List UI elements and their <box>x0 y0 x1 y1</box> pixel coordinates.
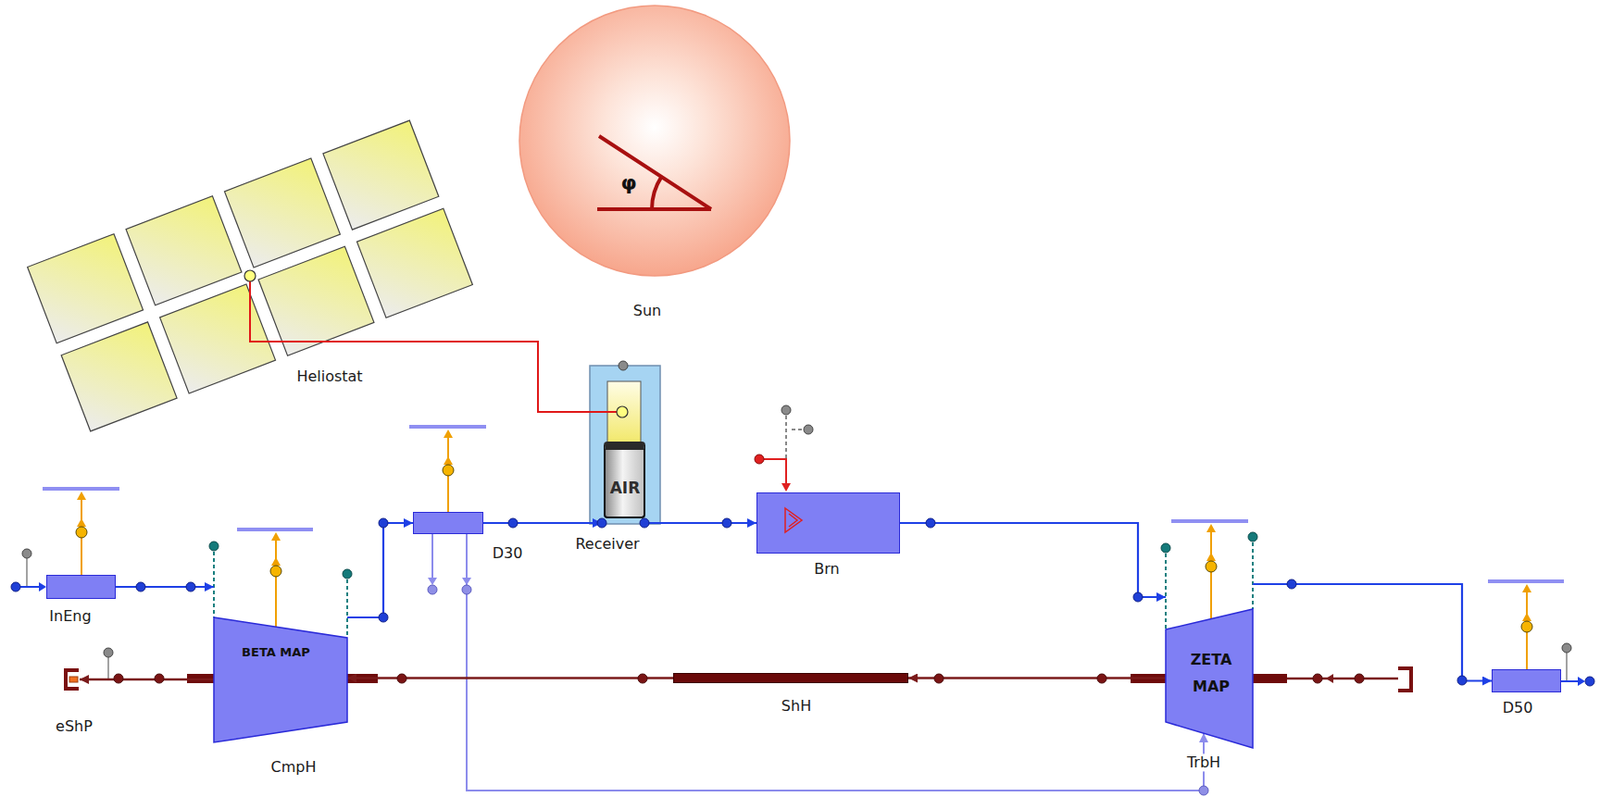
shaft-stubs <box>187 674 1288 684</box>
flow-connector <box>115 586 214 588</box>
component-label: ShH <box>779 697 813 715</box>
trapezoid-outline <box>213 546 348 743</box>
sun-icon <box>519 5 790 276</box>
bleed-line <box>466 534 1204 791</box>
component-label: eShP <box>53 717 95 736</box>
medium-label: AIR <box>610 478 641 498</box>
component-label: Sun <box>631 301 663 320</box>
component-label: D50 <box>1500 699 1536 717</box>
receiver-icon <box>589 361 661 525</box>
component-label: Heliostat <box>294 367 364 386</box>
duct-box: D30 <box>412 512 484 535</box>
light-ports <box>244 270 628 418</box>
burner-inputs <box>754 405 813 492</box>
component-label: Brn <box>812 560 841 578</box>
air-cylinder: AIR <box>603 441 646 519</box>
duct-box: D50 <box>1491 669 1562 693</box>
shaft-connector <box>347 676 674 680</box>
solar-receiver: AIRReceiver <box>589 365 661 525</box>
map-label: BETA MAP <box>241 645 311 661</box>
component-label: CmpH <box>269 758 319 776</box>
flow-connector <box>1252 584 1492 682</box>
heliostat-field: Heliostat <box>27 120 473 432</box>
shaft-power-end: eShP <box>62 668 80 691</box>
shaft-bar: ShH <box>673 673 909 684</box>
signal-wire <box>250 275 623 413</box>
inlet-box: InEng <box>46 575 116 600</box>
component-label: Receiver <box>573 535 641 553</box>
flow-connector <box>900 523 1166 598</box>
component-label: InEng <box>47 607 93 625</box>
component-label: D30 <box>490 544 525 563</box>
angle-symbol: φ <box>620 171 637 196</box>
compressor-shape: BETA MAPCmpH <box>213 546 348 743</box>
heliostat-panels <box>27 120 474 432</box>
flow-connector <box>644 522 757 525</box>
map-label: ZETA MAP <box>1183 646 1239 700</box>
flow-connector <box>483 522 602 525</box>
flow-connector <box>347 523 413 618</box>
shaft-connector <box>79 678 214 682</box>
shaft-connector <box>908 676 1166 680</box>
burner-box: Brn <box>756 492 900 554</box>
component-label: TrbH <box>1185 753 1223 772</box>
shaft-end-right <box>1287 668 1412 691</box>
shaft-end-bracket <box>62 668 80 691</box>
trapezoid-outline <box>1165 537 1253 749</box>
bleed-ports <box>427 585 1209 796</box>
teal-ports <box>209 532 1258 638</box>
turbine-shape: ZETA MAPTrbH <box>1165 537 1253 749</box>
sun-source: Sun <box>519 5 790 276</box>
flame-symbol <box>757 493 900 553</box>
